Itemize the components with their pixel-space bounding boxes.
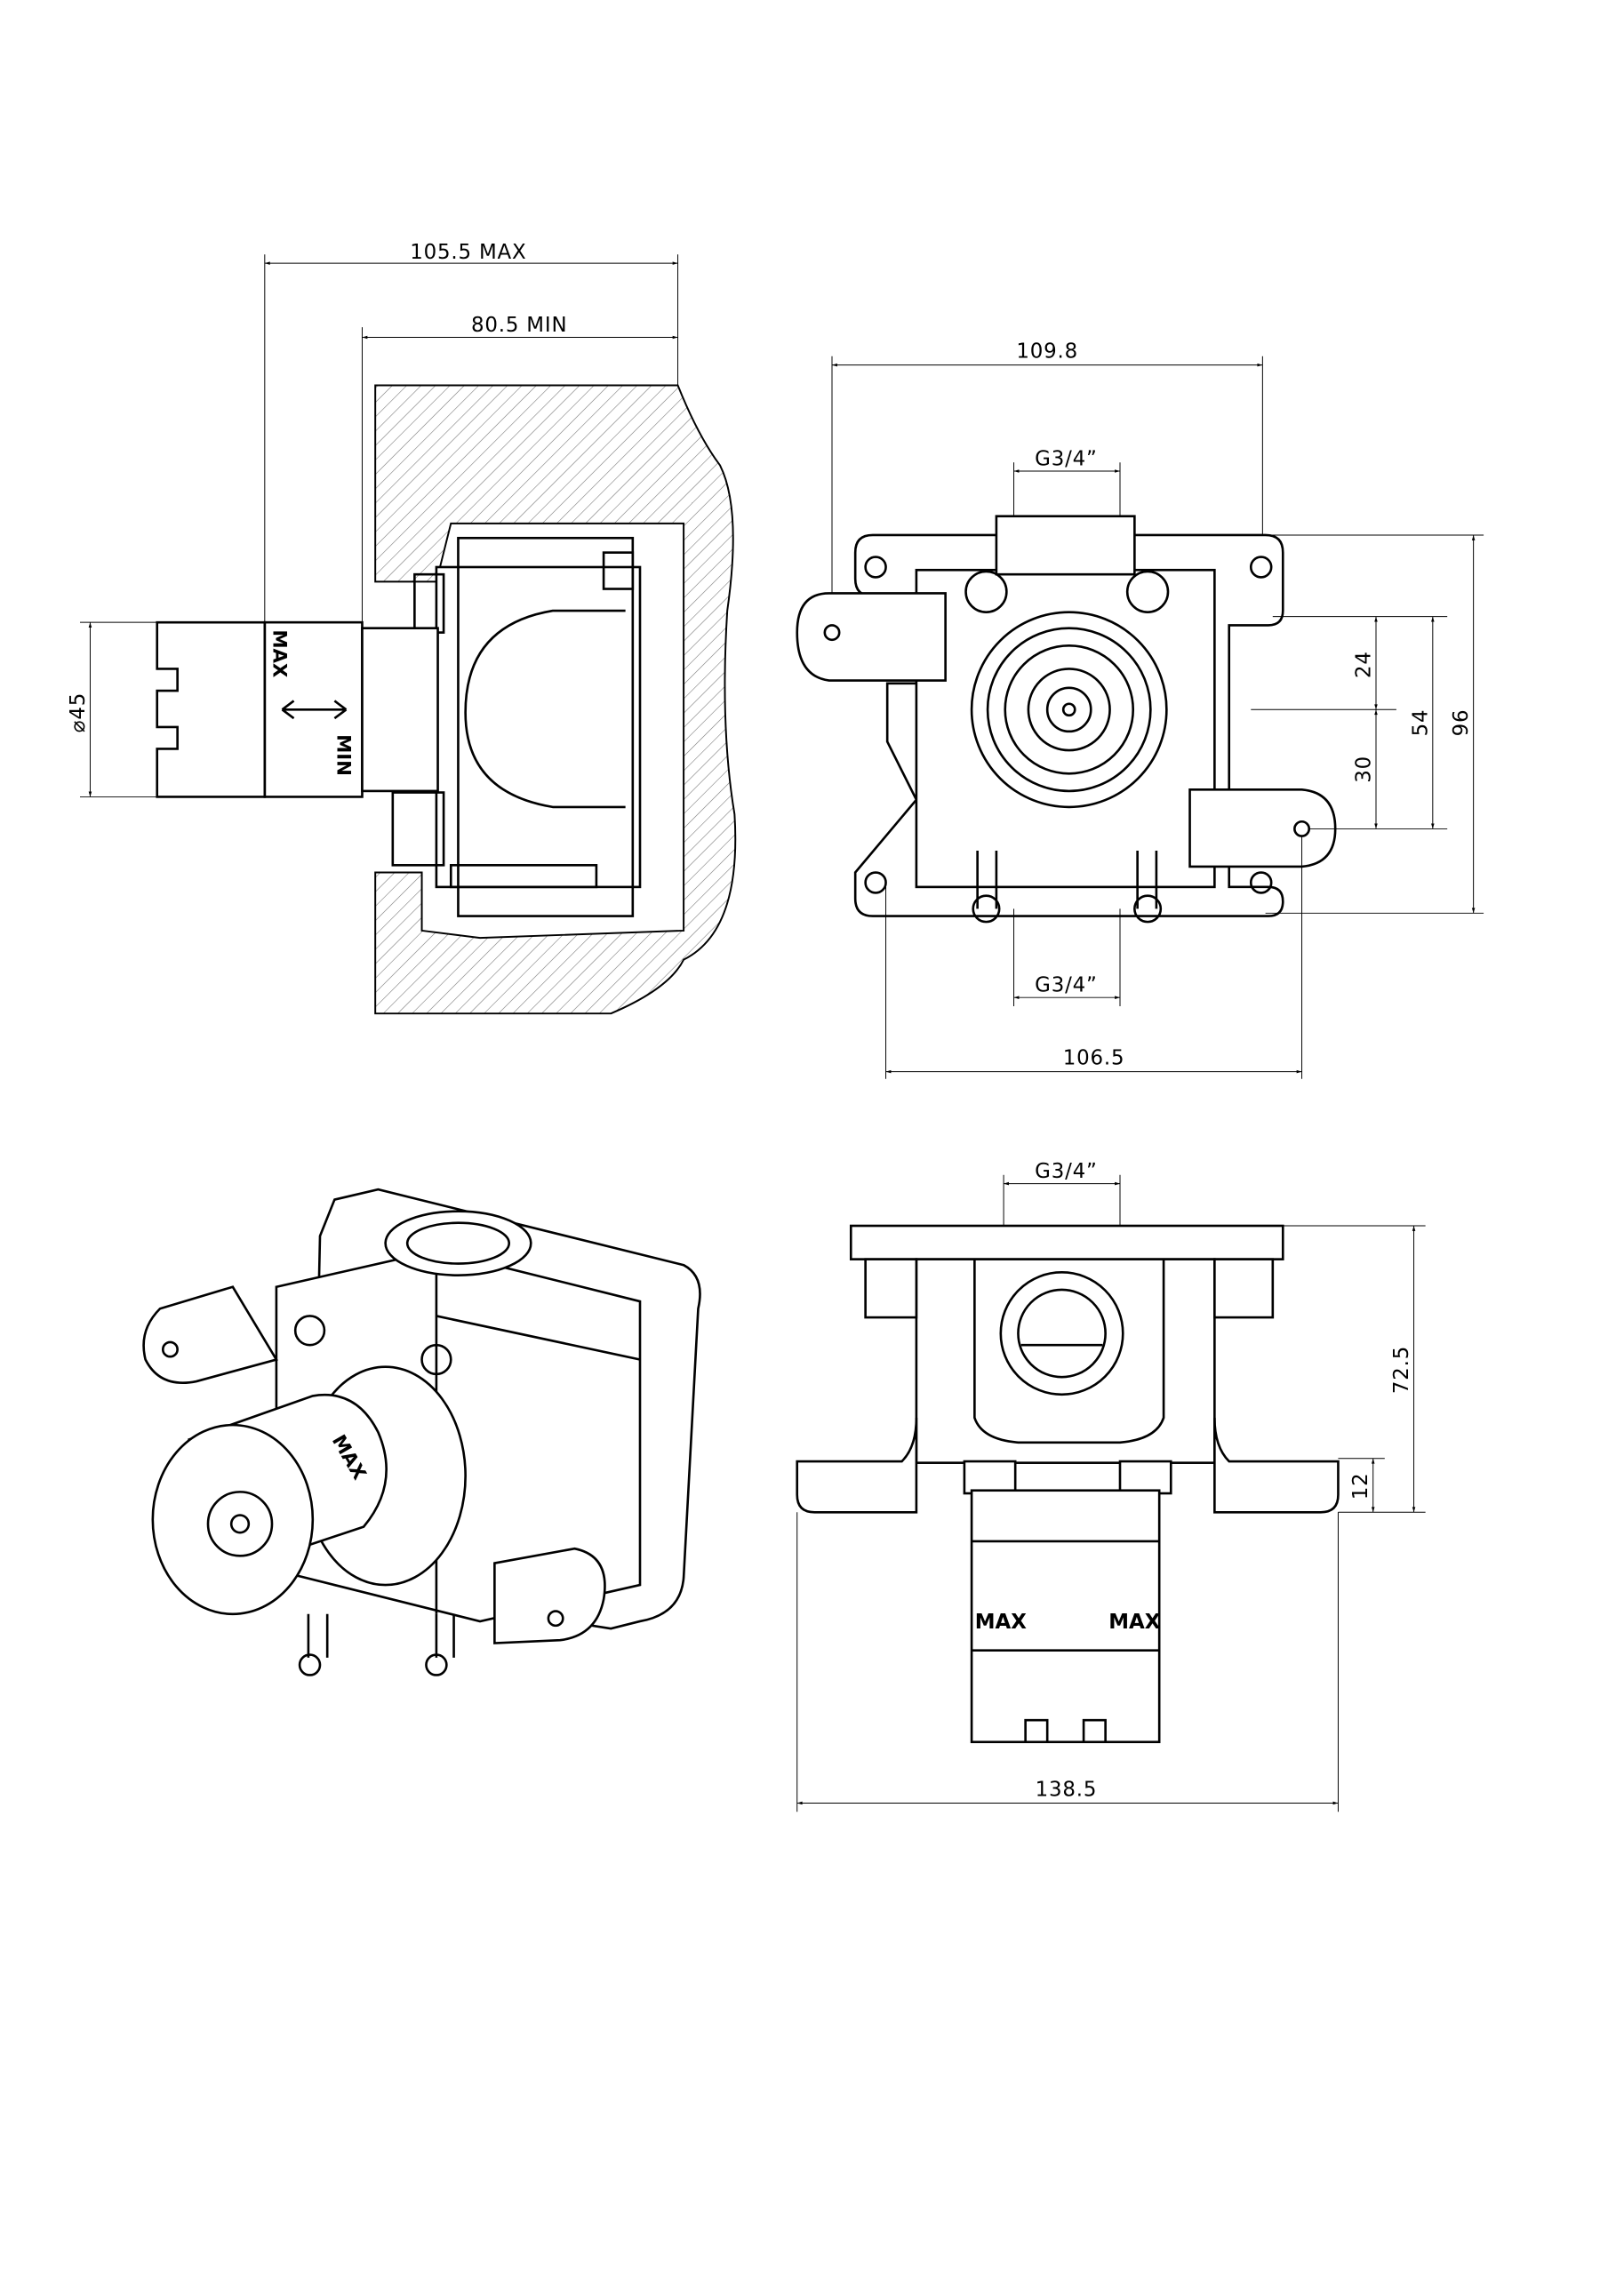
wall-section — [374, 384, 737, 1015]
max-label-bottom-left: MAX — [975, 1611, 1028, 1634]
dim-foot-label: 12 — [1349, 1472, 1372, 1500]
min-label-side: MIN — [332, 734, 355, 776]
dim-inlet-label: G3/4ˮ — [1035, 1160, 1098, 1183]
foot-right — [1213, 1417, 1340, 1514]
side-view: 105.5 MAX 80.5 MIN MAX MIN ⌀45 — [67, 241, 737, 1015]
front-view: 109.8 G3/4ˮ 24 30 54 96 G3/4ˮ 106.5 — [796, 340, 1484, 1079]
dim-width-label: 138.5 — [1036, 1778, 1098, 1801]
dim-min-label: 80.5 MIN — [471, 314, 567, 337]
max-label-bottom-right: MAX — [1108, 1611, 1161, 1634]
dim-inlet-top-label: G3/4ˮ — [1035, 447, 1098, 470]
foot-left — [796, 1417, 918, 1514]
cartridge-knob — [156, 620, 267, 798]
cartridge-face — [970, 611, 1168, 809]
adjust-arrow-icon — [281, 700, 348, 720]
valve-body-front — [915, 568, 1216, 889]
dim-holes-label: 54 — [1409, 709, 1432, 737]
valve-body-bottom — [915, 1258, 1216, 1464]
dim-inlet-bottom-label: G3/4ˮ — [1035, 974, 1098, 997]
mount-tab-right — [1188, 788, 1337, 868]
valve-body-side — [435, 565, 642, 889]
dim-width-bottom-label: 106.5 — [1063, 1046, 1125, 1069]
dim-diameter-label: ⌀45 — [67, 692, 90, 732]
lower-cartridge — [970, 1489, 1161, 1744]
isometric-view: MAX — [142, 1188, 701, 1676]
dim-width-top-label: 109.8 — [1016, 340, 1078, 363]
max-label-side: MAX — [268, 629, 291, 677]
dim-height-label: 96 — [1450, 709, 1473, 737]
bottom-view: G3/4ˮ MAX MAX 72.5 12 138.5 — [796, 1160, 1426, 1812]
dim-max-label: 105.5 MAX — [410, 241, 526, 264]
dim-lower-label: 30 — [1352, 756, 1375, 783]
dim-upper-label: 24 — [1352, 651, 1375, 678]
mount-tab-left — [796, 592, 947, 682]
dim-depth-label: 72.5 — [1390, 1346, 1413, 1394]
top-plate — [849, 1224, 1284, 1260]
